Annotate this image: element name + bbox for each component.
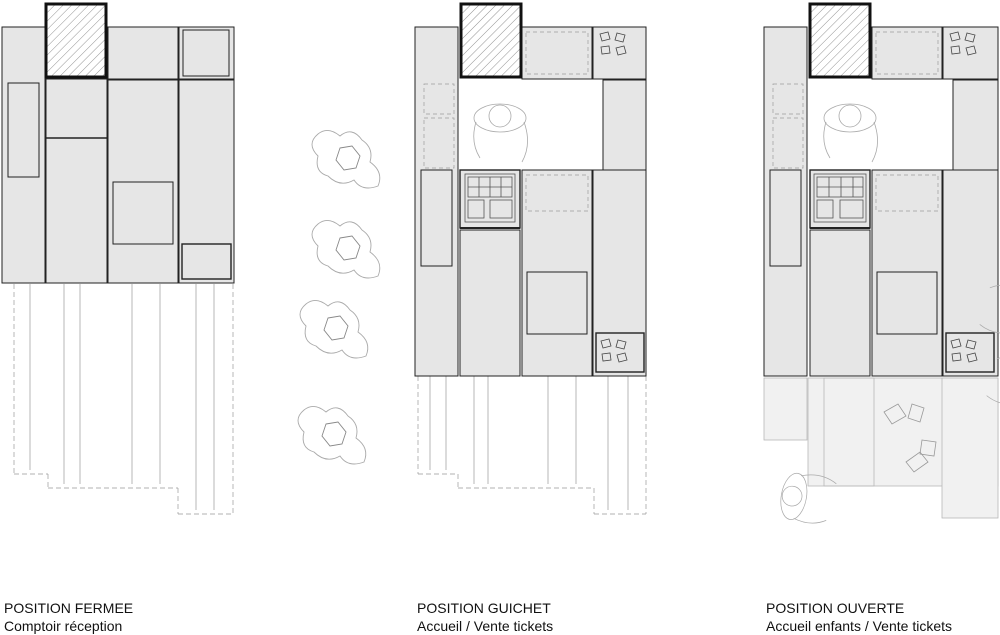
person-topview-icon: [311, 129, 381, 189]
caption-title: POSITION GUICHET: [417, 600, 551, 616]
modules-guichet: [414, 26, 647, 377]
plan-guichet: [414, 2, 647, 515]
caption-guichet: POSITION GUICHET Accueil / Vente tickets: [417, 599, 553, 635]
dashed-legs-fermee: [13, 284, 234, 515]
person-topview-icon: [777, 469, 838, 527]
hatched-block-icon: [808, 2, 872, 79]
person-topview-icon: [311, 219, 381, 279]
caption-fermee: POSITION FERMEE Comptoir réception: [4, 599, 133, 635]
caption-subtitle: Comptoir réception: [4, 618, 123, 634]
visitors-group: [297, 129, 381, 465]
plan-ouverte: [763, 2, 1000, 527]
children-group: [777, 281, 1000, 527]
caption-ouverte: POSITION OUVERTE Accueil enfants / Vente…: [766, 599, 952, 635]
modules-ouverte: [763, 26, 999, 377]
cash-register-icon: [813, 173, 867, 223]
person-topview-icon: [473, 103, 528, 163]
plan-fermee: [1, 2, 235, 515]
person-topview-icon: [823, 103, 878, 163]
ghost-lines-guichet: [423, 31, 589, 212]
caption-title: POSITION OUVERTE: [766, 600, 905, 616]
open-tables-ouverte: [763, 377, 999, 519]
person-topview-icon: [299, 299, 369, 359]
hatched-block-icon: [44, 2, 108, 79]
caption-title: POSITION FERMEE: [4, 600, 134, 616]
chair-icon: [883, 403, 937, 473]
cash-register-icon: [464, 173, 516, 223]
caption-subtitle: Accueil enfants / Vente tickets: [766, 618, 952, 634]
hatched-block-icon: [459, 2, 523, 79]
dashed-legs-guichet: [417, 376, 647, 515]
ghost-lines-ouverte: [772, 31, 939, 212]
caption-subtitle: Accueil / Vente tickets: [417, 618, 554, 634]
person-topview-icon: [297, 405, 367, 465]
modules-fermee: [1, 26, 235, 284]
